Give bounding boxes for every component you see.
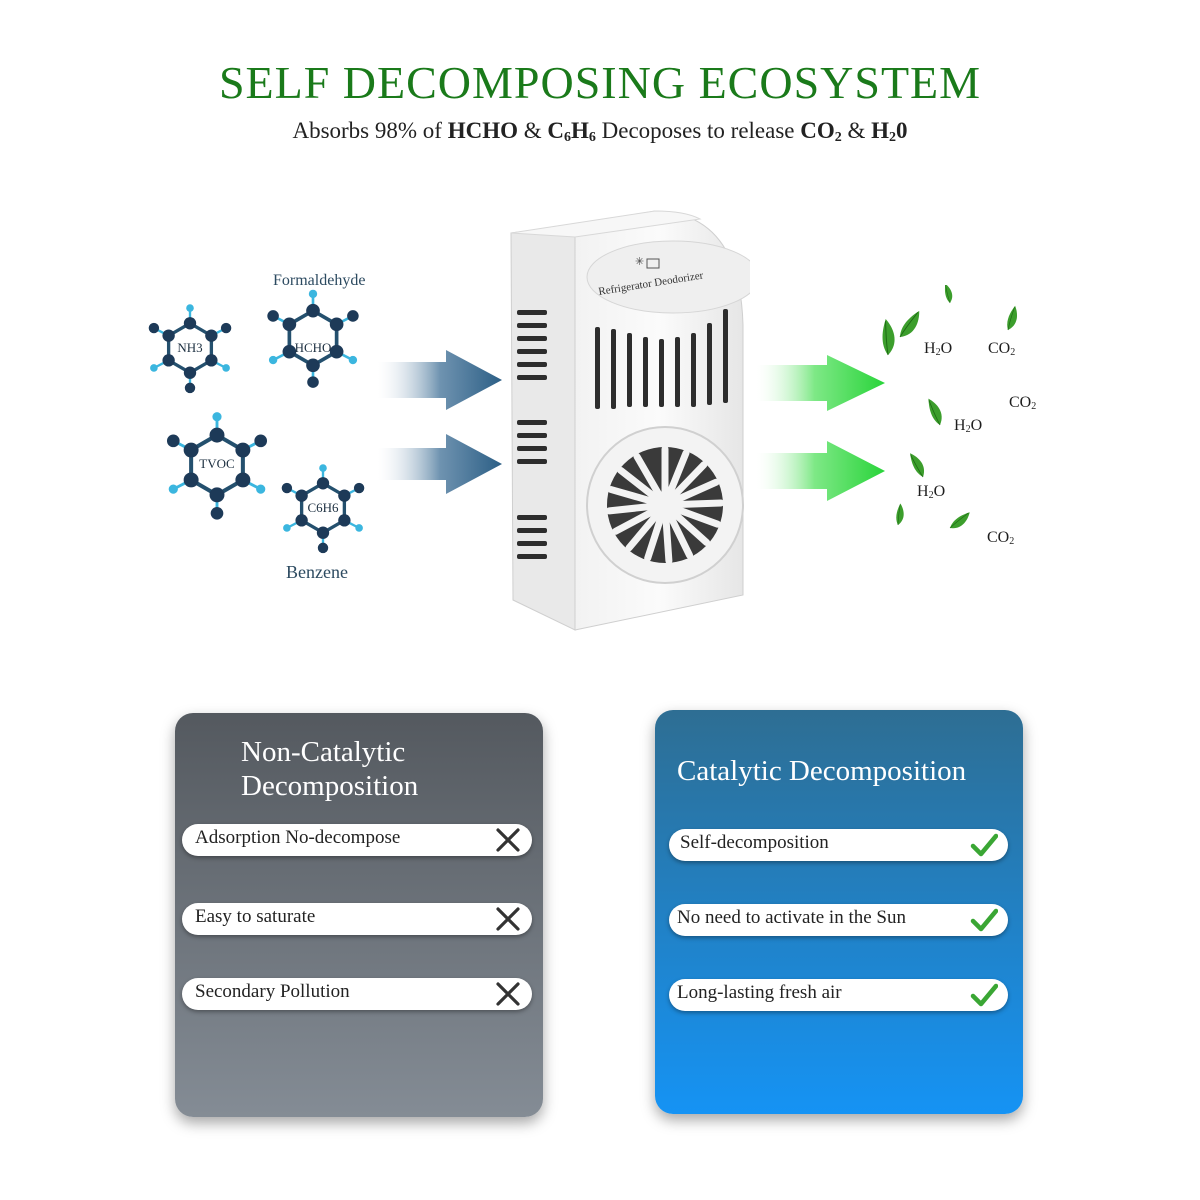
non-catalytic-panel: Non-Catalytic Decomposition Adsorption N… [175,713,543,1117]
co2-label: CO2 [1009,394,1037,412]
non-catalytic-title: Non-Catalytic Decomposition [241,736,419,802]
x-mark-icon [496,907,520,931]
list-item: Secondary Pollution [182,978,532,1010]
list-item-label: Easy to saturate [195,906,316,927]
output-arrows [757,355,885,501]
brand-logo: ✳ [635,255,660,269]
hcho-label: HCHO [295,340,332,355]
h2o-label: H2O [924,340,953,358]
list-item-label: Adsorption No-decompose [195,827,401,848]
arrow-right-icon [757,441,885,501]
list-item-label: No need to activate in the Sun [677,907,906,928]
list-item: Self-decomposition [669,829,1008,861]
arrow-right-icon [757,355,885,411]
h2o-label: H2O [954,417,983,435]
h2o-label: H2O [917,483,946,501]
leaf-icon [948,511,972,529]
svg-text:✳: ✳ [635,255,644,268]
page-subtitle: Absorbs 98% of HCHO & C6H6 Decoposes to … [292,118,908,145]
list-item-label: Secondary Pollution [195,981,350,1002]
deodorizer-device: ✳ Refrigerator Deodorizer [510,210,750,631]
hcho-molecule [265,287,361,390]
x-mark-icon [496,982,520,1006]
list-item-label: Long-lasting fresh air [677,982,842,1003]
catalytic-panel: Catalytic Decomposition Self-decompositi… [655,710,1023,1114]
list-item: No need to activate in the Sun [669,904,1008,936]
list-item: Adsorption No-decompose [182,824,532,856]
check-mark-icon [970,983,998,1007]
formaldehyde-label: Formaldehyde [273,272,366,289]
page-title: SELF DECOMPOSING ECOSYSTEM [218,57,982,108]
co2-label: CO2 [988,340,1016,358]
leaf-icon [907,452,926,478]
nh3-label: NH3 [177,340,202,355]
check-mark-icon [970,908,998,932]
check-mark-icon [970,833,998,857]
tvoc-label: TVOC [199,456,234,471]
list-item: Long-lasting fresh air [669,979,1008,1011]
list-item-label: Self-decomposition [680,832,829,853]
x-mark-icon [496,828,520,852]
co2-label: CO2 [987,529,1015,547]
input-arrows [378,350,502,494]
leaf-icon [923,398,946,426]
leaf-icon [888,503,911,526]
benzene-label: Benzene [286,562,348,582]
molecule-cluster: NH3 HCHO TVOC C6H6 [147,287,366,555]
c6h6-label: C6H6 [307,500,339,515]
leaf-group [878,285,1025,529]
leaf-icon [939,285,957,304]
leaf-icon [893,310,927,339]
leaf-icon [878,318,905,356]
arrow-right-icon [378,434,502,494]
arrow-right-icon [378,350,502,410]
list-item: Easy to saturate [182,903,532,935]
catalytic-title: Catalytic Decomposition [677,755,967,787]
leaf-icon [998,305,1025,331]
